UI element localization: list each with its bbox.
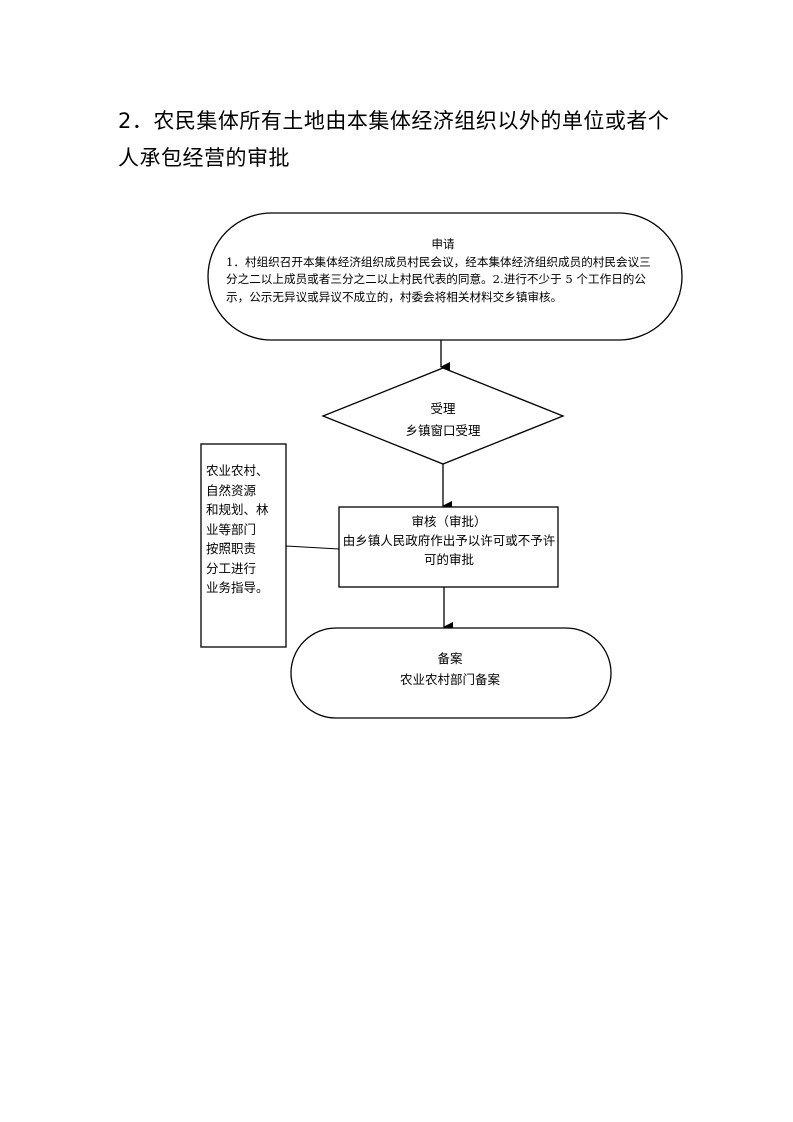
file-node: 备案 农业农村部门备案 [300,648,600,690]
accept-node: 受理 乡镇窗口受理 [355,398,531,442]
review-process-shape [338,506,559,588]
file-title: 备案 [437,651,463,666]
file-description: 农业农村部门备案 [399,672,500,687]
side-note-box [200,443,287,648]
side-note-line: 和规划、林 [206,502,269,517]
review-description: 由乡镇人民政府作出予以许可或不予许可的审批 [342,533,556,567]
apply-node: 申请 1．村组织召开本集体经济组织成员村民会议，经本集体经济组织成员的村民会议三… [226,236,660,306]
accept-description: 乡镇窗口受理 [405,423,481,438]
accept-title: 受理 [430,401,456,416]
file-terminator-shape [290,627,612,719]
apply-description: 1．村组织召开本集体经济组织成员村民会议，经本集体经济组织成员的村民会议三分之二… [226,254,651,304]
side-note-line: 按照职责 [206,541,257,556]
review-node: 审核（审批） 由乡镇人民政府作出予以许可或不予许可的审批 [341,512,557,569]
side-note-connector [285,545,340,550]
apply-title: 申请 [431,237,455,251]
apply-terminator-shape [207,212,683,341]
side-note-line: 自然资源 [206,482,257,498]
side-note-text: 农业农村、 自然资源 和规划、林 业等部门 按照职责 分工进行 业务指导。 [206,461,280,598]
review-title: 审核（审批） [411,514,487,529]
heading-line-1: 2．农民集体所有土地由本集体经济组织以外的单位或者个 [118,109,670,133]
heading-line-2: 人承包经营的审批 [118,146,290,170]
side-note-line: 业务指导。 [206,580,269,595]
side-note-line: 分工进行 [206,560,257,576]
side-note-line: 业等部门 [206,521,257,537]
page-heading: 2．农民集体所有土地由本集体经济组织以外的单位或者个 人承包经营的审批 [118,103,698,177]
side-note-line: 农业农村、 [206,463,269,478]
